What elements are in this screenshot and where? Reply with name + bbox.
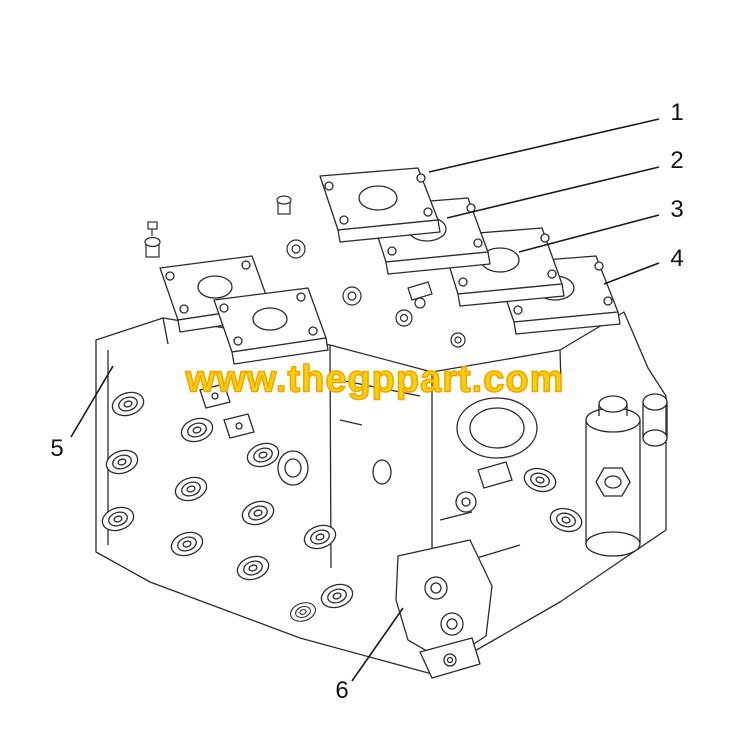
callout-label-5: 5 <box>50 435 64 462</box>
callout-label-3: 3 <box>670 196 684 223</box>
bottom-bracket <box>395 539 493 679</box>
callout-label-1: 1 <box>670 99 684 126</box>
center-bore <box>456 397 538 459</box>
watermark-text: www.thegppart.com <box>185 358 565 402</box>
top-plates <box>159 167 621 365</box>
leader-line-3 <box>518 214 660 253</box>
top-plate-1 <box>319 167 441 243</box>
left-plate-2 <box>213 287 329 365</box>
leader-line-2 <box>446 166 660 219</box>
leader-line-5 <box>70 365 114 438</box>
leader-line-6 <box>351 607 404 682</box>
leader-line-4 <box>603 262 660 285</box>
relief-valve-assembly <box>455 393 668 557</box>
leader-lines <box>70 118 660 682</box>
valve-body <box>95 311 667 675</box>
callout-label-4: 4 <box>670 245 684 272</box>
solenoid-blocks <box>199 383 255 439</box>
leader-line-1 <box>428 118 660 173</box>
left-port-fittings <box>98 383 357 625</box>
callout-label-2: 2 <box>670 147 684 174</box>
front-ring-port <box>277 450 309 486</box>
callout-label-6: 6 <box>335 677 349 704</box>
body-outline <box>95 311 667 675</box>
top-details <box>144 195 466 348</box>
top-plug-center <box>276 195 292 215</box>
top-plug-left <box>144 221 161 258</box>
